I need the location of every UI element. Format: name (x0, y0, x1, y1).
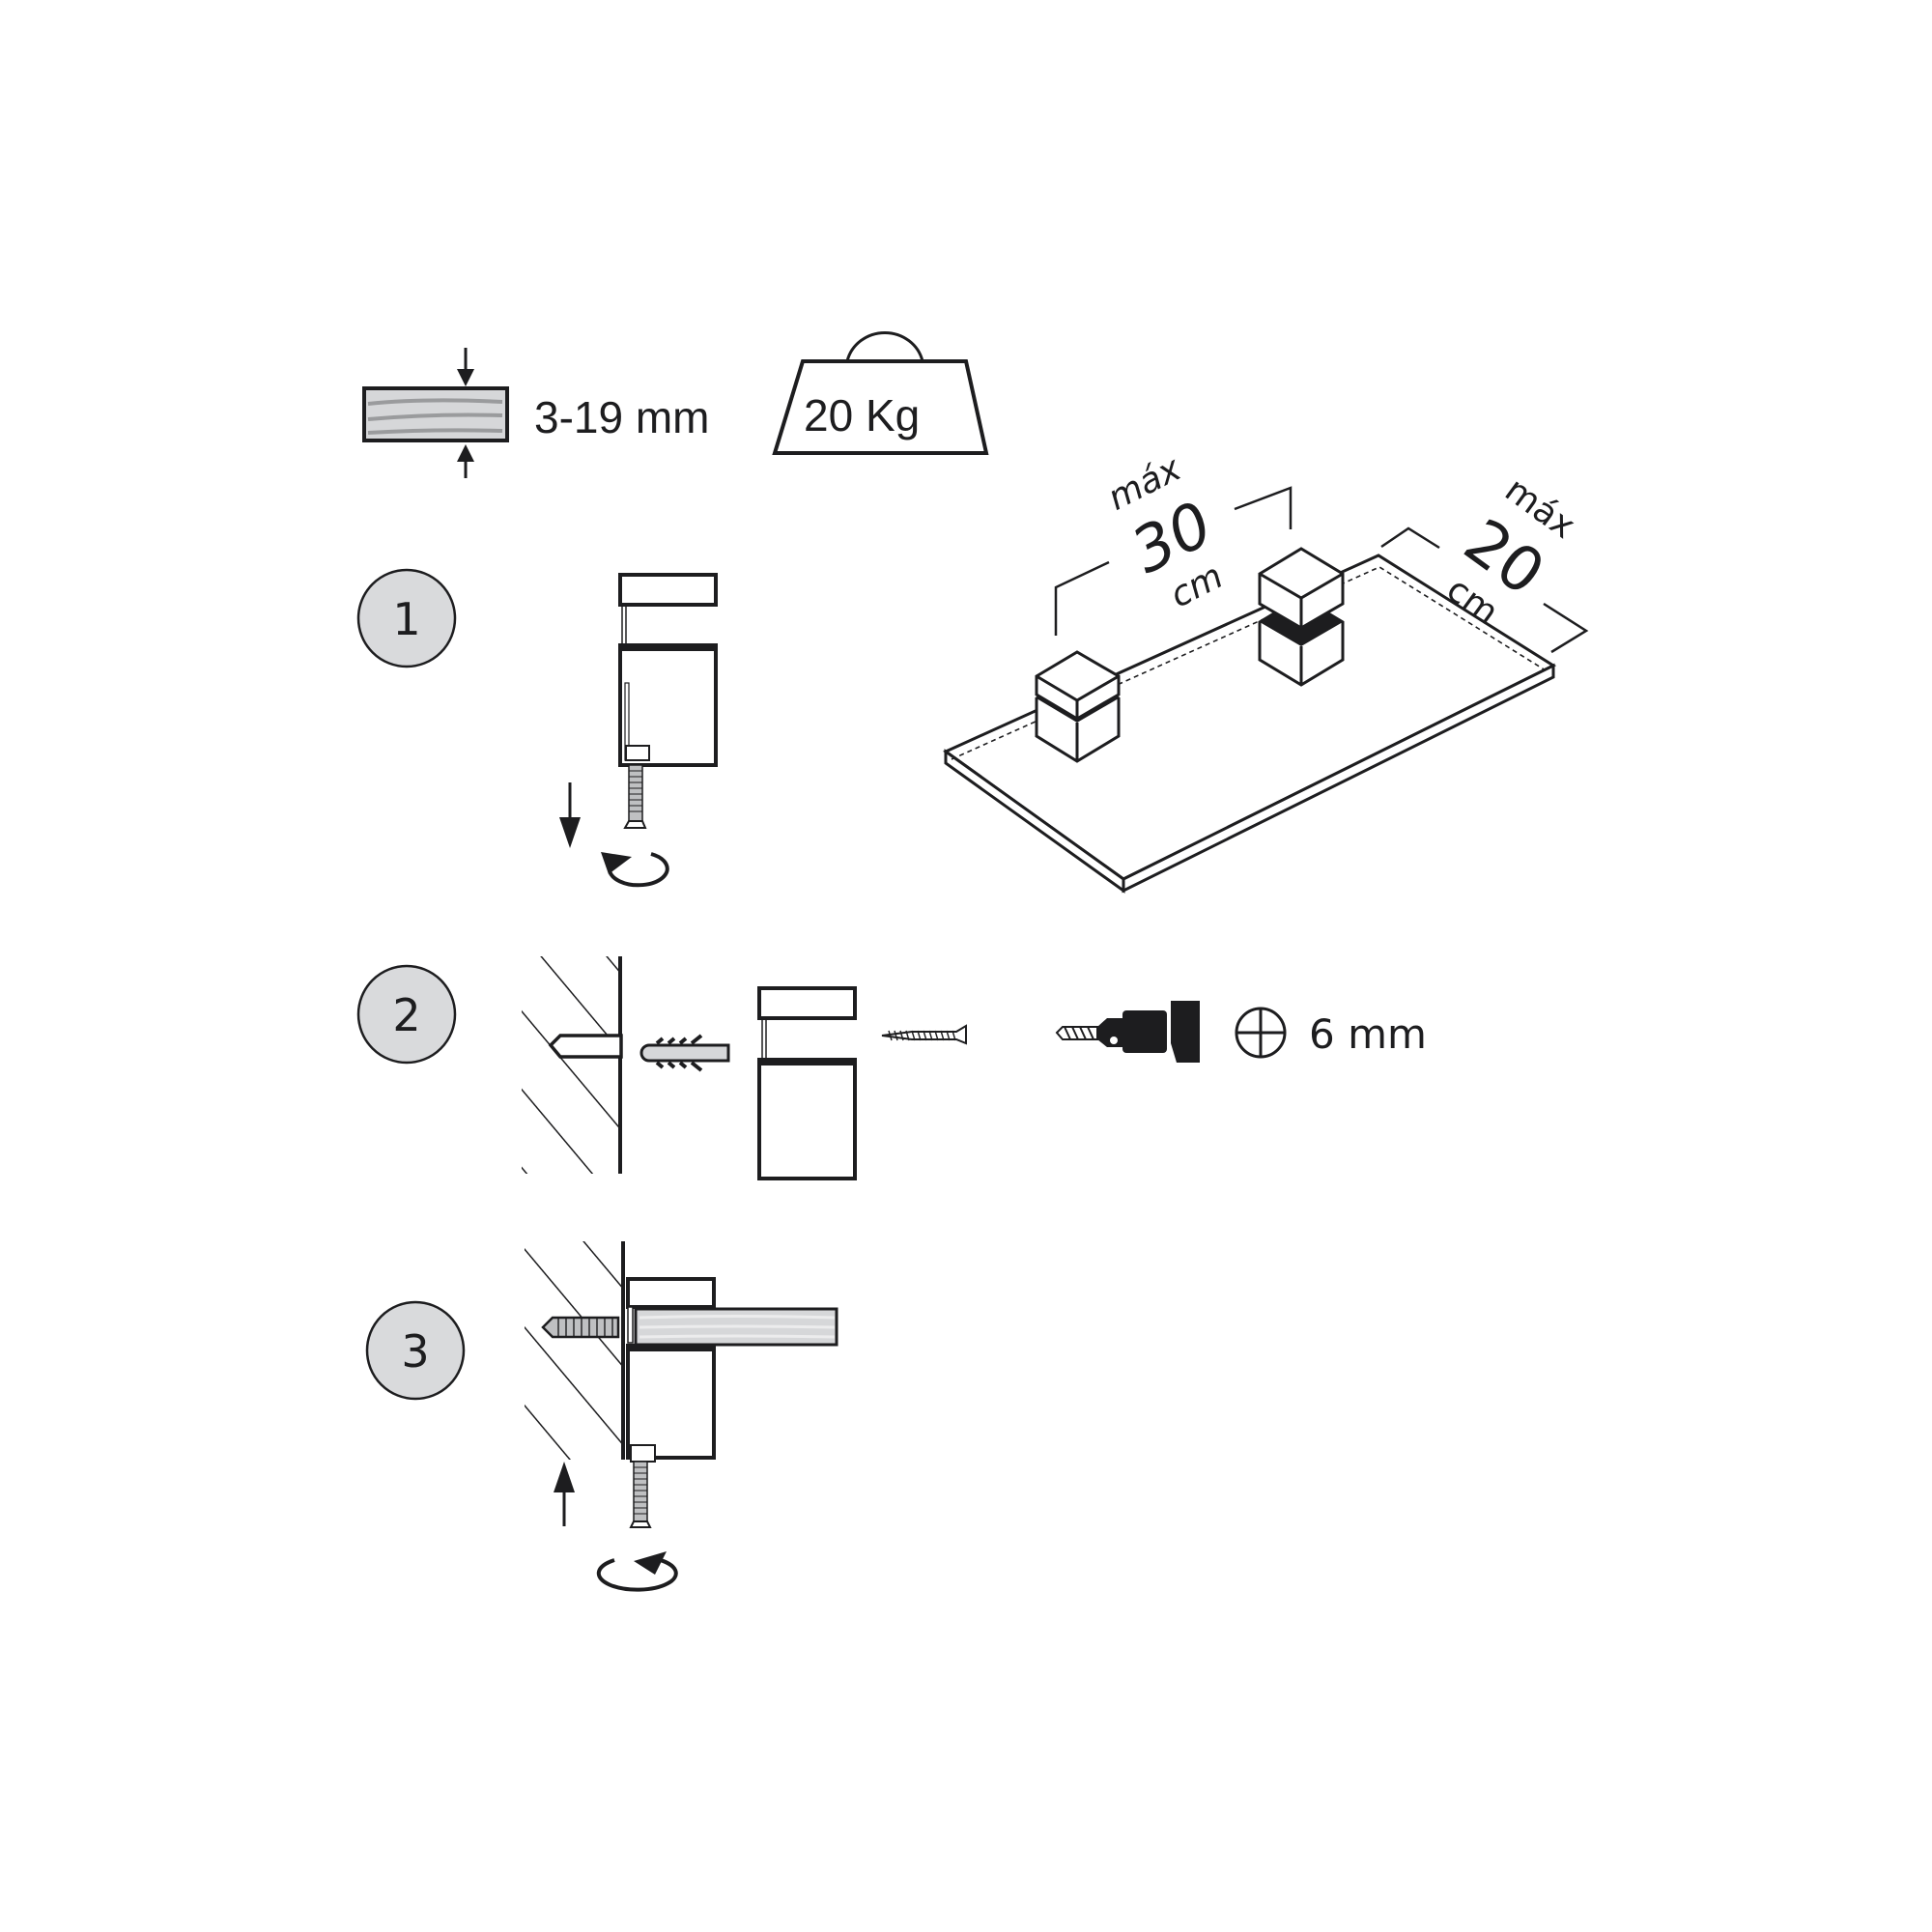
clamp-side-view (757, 986, 857, 1180)
clamp-mounted (626, 1277, 716, 1463)
clamp-right (1258, 547, 1345, 687)
weight-spec: 20 Kg (772, 331, 989, 455)
step-1: 1 (356, 568, 718, 888)
arrow-down-icon (457, 348, 474, 386)
step-number: 2 (392, 989, 420, 1041)
wall-section (522, 956, 623, 1174)
weight-icon (772, 331, 989, 455)
drill-icon (1055, 1001, 1200, 1063)
wall-plug-icon (639, 1034, 730, 1072)
clamp-left (1035, 650, 1121, 763)
step-badge-1: 1 (356, 568, 457, 668)
wall-section (525, 1241, 625, 1460)
step-number: 1 (392, 593, 420, 645)
arrow-up-icon (457, 444, 474, 478)
glass-shelf-panel (634, 1307, 838, 1347)
step-number: 3 (401, 1325, 429, 1378)
weight-label: 20 Kg (804, 390, 920, 440)
anchored-screw-icon (541, 1316, 620, 1339)
screw-icon (881, 1024, 967, 1045)
thickness-label: 3-19 mm (534, 392, 709, 442)
rotate-counterclockwise-icon (596, 1557, 678, 1592)
rotate-clockwise-icon (601, 852, 669, 888)
drill-bit-size-icon (1235, 1007, 1287, 1059)
step-badge-2: 2 (356, 964, 457, 1065)
thickness-spec: 3-19 mm (362, 348, 709, 478)
grub-screw-icon (629, 1461, 652, 1528)
step-3: 3 (365, 1241, 838, 1592)
drill-size-label: 6 mm (1309, 1010, 1427, 1058)
dimension-length: máx 30 cm (1054, 448, 1293, 636)
arrow-up-icon (554, 1462, 575, 1526)
rotate-arrowhead (634, 1551, 667, 1575)
arrow-down-icon (559, 782, 581, 848)
clamp-side-view (618, 573, 718, 767)
shelf-isometric: máx 30 cm máx 20 cm (943, 448, 1589, 894)
grub-screw-icon (623, 764, 647, 829)
step-badge-3: 3 (365, 1300, 466, 1401)
wood-panel-icon (362, 386, 509, 442)
step-2: 2 (356, 956, 1427, 1180)
